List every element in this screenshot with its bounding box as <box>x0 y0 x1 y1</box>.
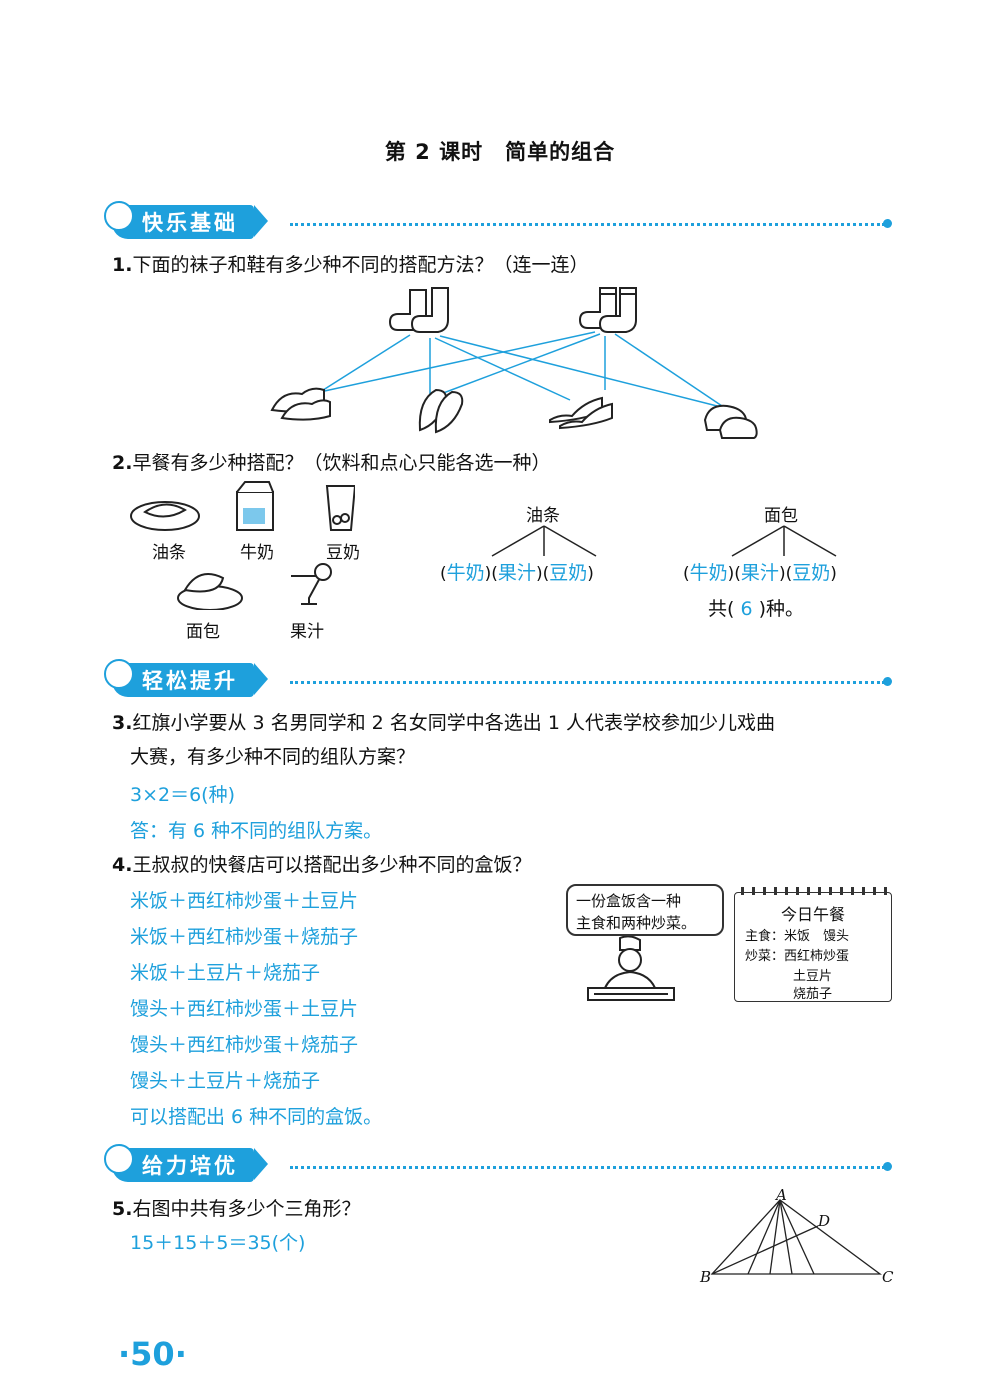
shoe-icon-4 <box>703 404 758 439</box>
item-label-juice: 果汁 <box>290 622 324 642</box>
tree2-leaves: (牛奶)(果汁)(豆奶) <box>683 562 837 584</box>
section-dot-3 <box>883 1162 892 1171</box>
socks-icon-1 <box>388 287 449 333</box>
triangle-figure: A B C D <box>699 1188 894 1286</box>
vertex-d-label: D <box>817 1212 830 1230</box>
chef-icon <box>587 936 675 1001</box>
q3-answer-1: 3×2＝6(种) <box>130 784 236 806</box>
q5-answer: 15＋15＋5＝35(个) <box>130 1232 306 1254</box>
menu-rings <box>741 887 887 895</box>
q4-conclusion: 可以搭配出 6 种不同的盒饭。 <box>130 1106 383 1128</box>
menu-title: 今日午餐 <box>780 905 845 924</box>
clock-icon <box>104 1144 134 1174</box>
q2-total: 共( 6 )种。 <box>708 598 805 620</box>
item-label-soymilk: 豆奶 <box>326 543 360 563</box>
q3-answer-2: 答：有 6 种不同的组队方案。 <box>130 820 383 842</box>
item-label-milk: 牛奶 <box>240 543 274 563</box>
shoe-icon-1 <box>270 387 331 421</box>
clock-icon <box>104 659 134 689</box>
q4-answer-5: 馒头＋西红柿炒蛋＋烧茄子 <box>130 1034 359 1056</box>
item-label-youtiao: 油条 <box>152 543 186 563</box>
question-3-line2: 大赛，有多少种不同的组队方案？ <box>130 746 416 768</box>
milk-icon <box>236 481 274 531</box>
chef-speech-bubble: 一份盒饭含一种 主食和两种炒菜。 <box>566 884 724 936</box>
section-label-2: 轻松提升 <box>104 659 268 697</box>
tree1-leaves: (牛奶)(果汁)(豆奶) <box>440 562 594 584</box>
connection-lines <box>319 331 726 409</box>
section-banner-3: 给力培优 <box>104 1144 268 1182</box>
section-divider-2 <box>290 681 885 684</box>
vertex-a-label: A <box>774 1188 787 1204</box>
vertex-c-label: C <box>882 1268 894 1286</box>
q4-answer-6: 馒头＋土豆片＋烧茄子 <box>130 1070 321 1092</box>
menu-line-potato: 土豆片 <box>793 969 833 984</box>
question-5: 5.右图中共有多少个三角形？ <box>112 1198 361 1220</box>
page-number: ·50· <box>118 1335 187 1373</box>
question-1: 1.下面的袜子和鞋有多少种不同的搭配方法？（连一连） <box>112 254 589 276</box>
tree1-root: 油条 <box>526 506 560 526</box>
tree2-branches <box>731 525 837 557</box>
bread-icon <box>177 573 243 610</box>
page-title: 第 2 课时 简单的组合 <box>384 140 616 164</box>
clock-icon <box>104 201 134 231</box>
shoe-icon-3 <box>549 396 613 430</box>
tree2-root: 面包 <box>764 506 798 526</box>
lunch-menu-card: 今日午餐 主食：米饭 馒头 炒菜：西红柿炒蛋 土豆片 烧茄子 <box>734 887 892 1002</box>
q4-answer-3: 米饭＋土豆片＋烧茄子 <box>130 962 321 984</box>
section-dot-2 <box>883 677 892 686</box>
menu-line-eggplant: 烧茄子 <box>793 987 833 1002</box>
question-4: 4.王叔叔的快餐店可以搭配出多少种不同的盒饭？ <box>112 854 532 876</box>
question-3-line1: 3.红旗小学要从 3 名男同学和 2 名女同学中各选出 1 人代表学校参加少儿戏… <box>112 712 775 734</box>
section-banner-1: 快乐基础 <box>104 201 268 239</box>
item-label-bread: 面包 <box>186 622 220 642</box>
juice-icon <box>291 563 332 605</box>
tree1-branches <box>491 525 597 557</box>
soymilk-icon <box>325 485 355 531</box>
question-2: 2.早餐有多少种搭配？（饮料和点心只能各选一种） <box>112 452 551 474</box>
section-banner-2: 轻松提升 <box>104 659 268 697</box>
socks-shoes-figure <box>270 287 758 439</box>
youtiao-icon <box>130 501 200 531</box>
section-divider-1 <box>290 223 885 226</box>
vertex-b-label: B <box>699 1268 711 1286</box>
section-dot-1 <box>883 219 892 228</box>
section-label-3: 给力培优 <box>104 1144 268 1182</box>
socks-icon-2 <box>578 287 637 333</box>
section-divider-3 <box>290 1166 885 1169</box>
q4-answer-1: 米饭＋西红柿炒蛋＋土豆片 <box>130 890 359 912</box>
shoe-icon-2 <box>418 388 464 434</box>
section-label-1: 快乐基础 <box>104 201 268 239</box>
menu-line-staple: 主食：米饭 馒头 <box>745 929 850 944</box>
breakfast-figure <box>130 481 355 610</box>
q4-answer-2: 米饭＋西红柿炒蛋＋烧茄子 <box>130 926 359 948</box>
menu-line-dishes: 炒菜：西红柿炒蛋 <box>745 949 850 964</box>
q4-answer-4: 馒头＋西红柿炒蛋＋土豆片 <box>130 998 359 1020</box>
